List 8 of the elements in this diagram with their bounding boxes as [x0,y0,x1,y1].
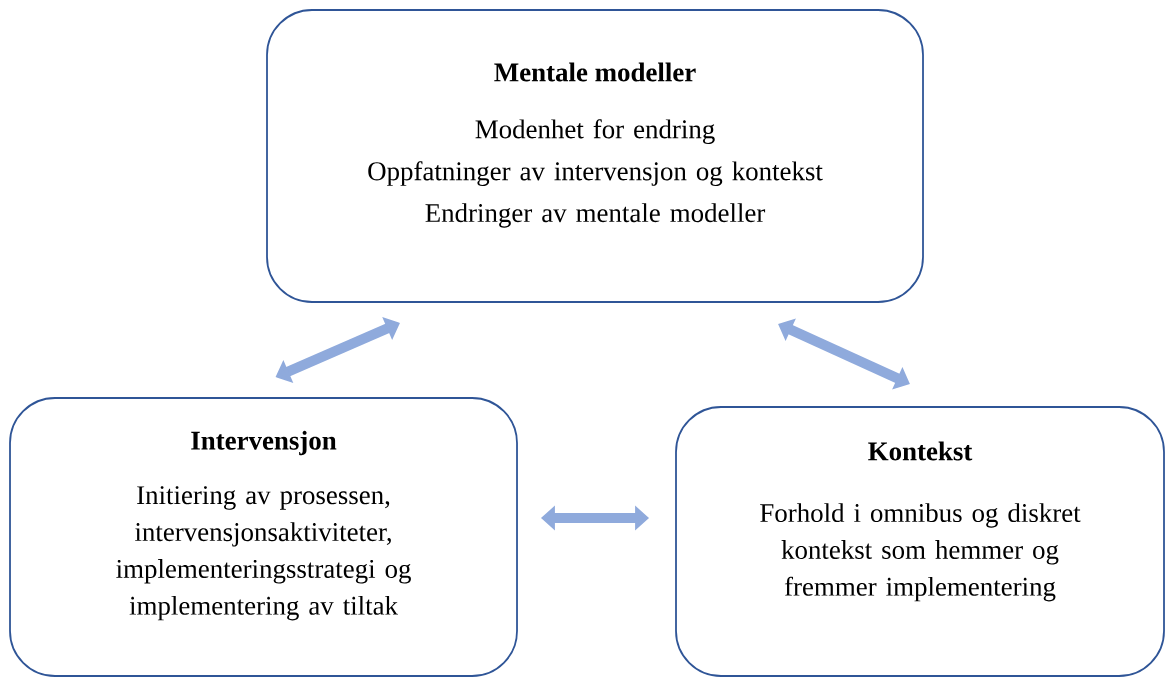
box-title: Kontekst [868,441,973,461]
box-text: Initiering av prosessen, intervensjonsaktiviteter, implementeringsstrategi og implementering av tiltak [116,486,411,621]
box-text: Endringer av mentale modeller [425,203,766,228]
box-title: Intervensjon [191,430,337,456]
box-title: Mentale modeller [494,62,696,82]
box-text: Oppfatninger av intervensjon og kontekst [368,161,823,186]
box-text: Forhold i omnibus og diskret kontekst som hemmer og fremmer implementering [760,503,1081,602]
box-text: Modenhet for endring [475,119,715,144]
